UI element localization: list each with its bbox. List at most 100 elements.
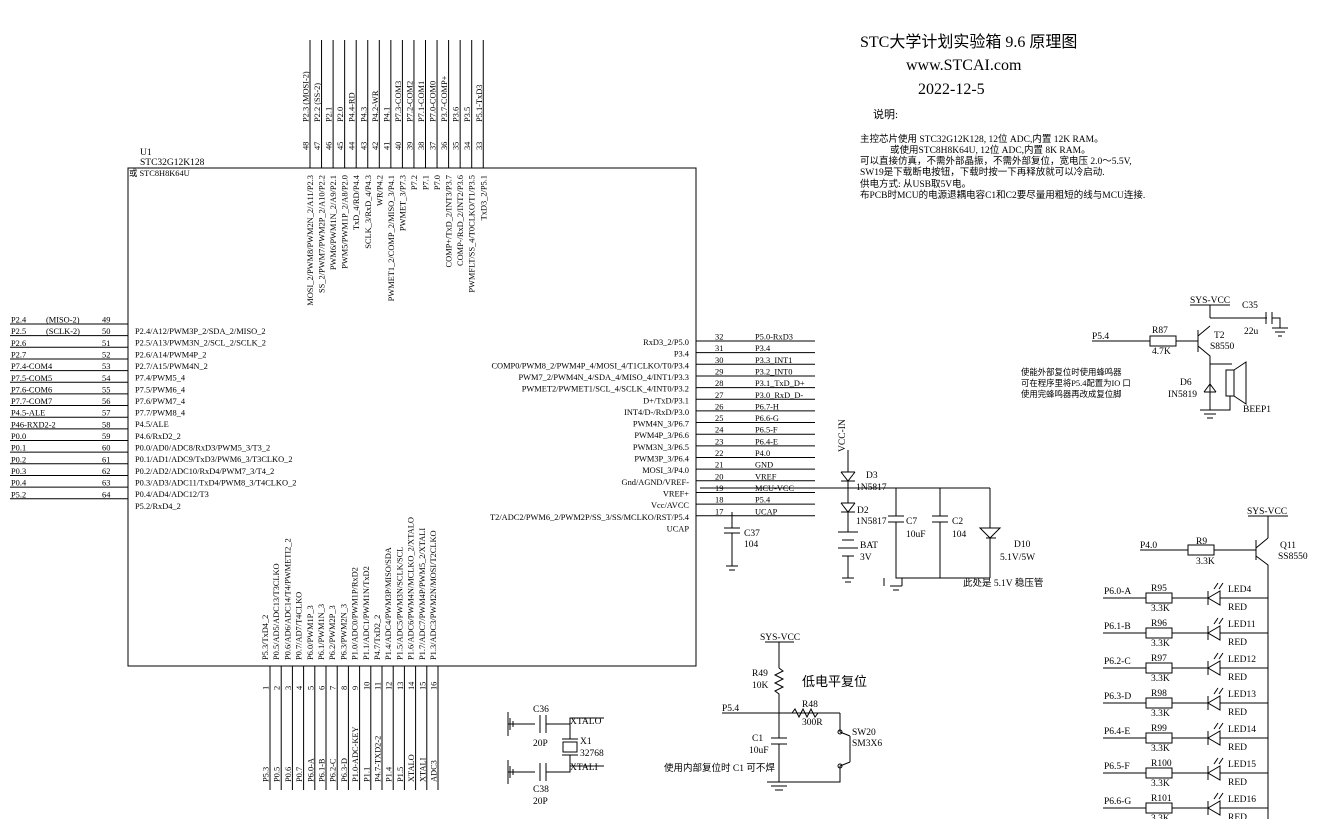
pin-function: P0.7/AD7/T4CLKO <box>295 592 304 660</box>
pin-number: 42 <box>371 142 380 150</box>
net-label: ADC3 <box>430 760 439 782</box>
mcu-bottom-pins: P5.3/TxD4_21P5.3P0.5/AD5/ADC13/T3CLKO2P0… <box>261 517 439 790</box>
pin-number: 43 <box>359 142 368 150</box>
pin-function: COMP0/PWM8_2/PWM4P_4/MOSI_4/T1CLKO/T0/P3… <box>491 361 689 370</box>
pin-number: 59 <box>102 432 110 441</box>
pin-number: 57 <box>102 409 110 418</box>
led-color: RED <box>1228 673 1247 683</box>
reset-net: P5.4 <box>722 704 739 714</box>
c35-value: 22u <box>1244 327 1259 337</box>
led-ref: LED13 <box>1228 690 1256 700</box>
pin-function: P0.4/AD4/ADC12/T3 <box>135 490 209 499</box>
led-resistor <box>1145 662 1173 674</box>
pin-number: 31 <box>715 344 723 353</box>
pin-number: 51 <box>102 339 110 348</box>
buzzer-net: P5.4 <box>1092 332 1109 342</box>
pin-number: 18 <box>715 496 723 505</box>
d2-part: 1N5817 <box>856 517 887 527</box>
net-label: P4.2-WR <box>371 90 380 122</box>
pin-function: TxD3_2/P5.1 <box>479 175 488 220</box>
led-color: RED <box>1228 743 1247 753</box>
reset-vcc: SYS-VCC <box>760 633 800 643</box>
pin-function: P2.5/A13/PWM3N_2/SCL_2/SCLK_2 <box>135 339 266 348</box>
power-note: 此处是 5.1V 稳压管 <box>963 577 1043 589</box>
net-label: P0.7 <box>295 767 304 782</box>
net-label: P7.5-COM5 <box>11 374 52 383</box>
net-label: P4.3 <box>359 107 368 122</box>
pin-function: VREF+ <box>663 489 689 498</box>
pin-function: P7.1 <box>422 175 431 190</box>
net-label: P4.0 <box>755 449 770 458</box>
net-label: P1.1 <box>362 767 371 782</box>
net-label: P6.0-A <box>306 758 315 782</box>
pin-number: 55 <box>102 385 110 394</box>
pin-function: P7.6/PWM7_4 <box>135 397 186 406</box>
pin-function: MOSI_3/P4.0 <box>642 466 689 475</box>
net-label: P3.0_RxD_D- <box>755 391 803 400</box>
net-label: P6.3-D <box>340 758 349 782</box>
pin-function: P0.2/AD2/ADC10/RxD4/PWM7_3/T4_2 <box>135 467 274 476</box>
net-note: (MISO-2) <box>46 316 80 325</box>
c2-value: 104 <box>952 530 967 540</box>
pin-number: 24 <box>715 426 724 435</box>
pin-number: 1 <box>262 686 271 690</box>
mcu-top-pins: P2.3 (MOSI-2)48MOSI_2/PWM8/PWM2N_2/A11/P… <box>302 40 488 306</box>
pin-function: Gnd/AGND/VREF- <box>622 478 690 487</box>
net-label: P2.1 <box>325 107 334 122</box>
website: www.STCAI.com <box>906 57 1022 74</box>
pin-function: P1.3/ADC3/PWM2N/MOSI/T2CLKO <box>429 530 438 660</box>
r49-value: 10K <box>752 681 769 691</box>
c37-ref: C37 <box>744 529 760 539</box>
led-emission-arrows <box>1213 582 1224 590</box>
pin-function: P1.7/ADC7/PWM4P/PWM5_2/XTALI <box>418 528 427 660</box>
pin-function: PWM4P_3/P6.6 <box>634 431 689 440</box>
pin-function: MOSI_2/PWM8/PWM2N_2/A11/P2.3 <box>306 175 315 306</box>
note-line: 或使用STC8H8K64U, 12位 ADC,内置 8K RAM。 <box>890 144 1091 156</box>
pin-function: P2.7/A15/PWM4N_2 <box>135 362 208 371</box>
pin-number: 5 <box>306 686 315 690</box>
led-symbol <box>1207 695 1221 711</box>
net-label: P6.3-D <box>1104 692 1131 702</box>
resistor-value: 3.3K <box>1151 674 1170 684</box>
led-symbol <box>1207 625 1221 641</box>
resistor-ref: R101 <box>1151 794 1172 804</box>
led-emission-arrows <box>1213 652 1224 660</box>
pin-function: PWMET2/PWMET1/SCL_4/SCLK_4/INT0/P3.2 <box>522 385 689 394</box>
pin-function: P4.6/RxD2_2 <box>135 432 181 441</box>
pin-number: 27 <box>715 391 723 400</box>
led-resistor <box>1145 592 1173 604</box>
pin-function: P7.5/PWM6_4 <box>135 385 186 394</box>
pin-number: 52 <box>102 350 110 359</box>
led-ref: LED15 <box>1228 760 1256 770</box>
net-label: P4.4-RD <box>348 92 357 122</box>
c7-value: 10uF <box>906 530 926 540</box>
pin-function: P0.3/AD3/ADC11/TxD4/PWM8_3/T4CLKO_2 <box>135 478 296 487</box>
pin-number: 17 <box>715 507 723 516</box>
pin-function: P6.0/PWM1P_3 <box>306 605 315 660</box>
led-resistor <box>1145 697 1173 709</box>
net-label: P3.6 <box>452 107 461 122</box>
net-label: P2.3 (MOSI-2) <box>302 71 311 122</box>
pin-number: 61 <box>102 455 110 464</box>
pin-number: 32 <box>715 333 723 342</box>
pin-function: COMP-/RxD_2/INT2/P3.6 <box>456 175 465 266</box>
led-ref: LED11 <box>1228 620 1256 630</box>
pin-number: 63 <box>102 479 110 488</box>
sw20-part: SM3X6 <box>852 739 882 749</box>
r87-ref: R87 <box>1152 326 1168 336</box>
pin-function: PWMET_3/P7.3 <box>398 175 407 231</box>
net-label: P7.7-COM7 <box>11 397 52 406</box>
pin-number: 22 <box>715 449 723 458</box>
pin-number: 37 <box>429 142 438 150</box>
pin-function: PWM7_2/PWM4N_4/SDA_4/MISO_4/INT1/P3.3 <box>518 373 689 382</box>
pin-number: 11 <box>374 682 383 690</box>
pin-function: UCAP <box>667 524 690 533</box>
pin-function: SCLK_3/RxD_4/P4.3 <box>364 175 373 249</box>
c38-value: 20P <box>533 797 548 807</box>
pin-number: 6 <box>318 686 327 690</box>
resistor-ref: R100 <box>1151 759 1172 769</box>
net-note: (SCLK-2) <box>46 327 80 336</box>
